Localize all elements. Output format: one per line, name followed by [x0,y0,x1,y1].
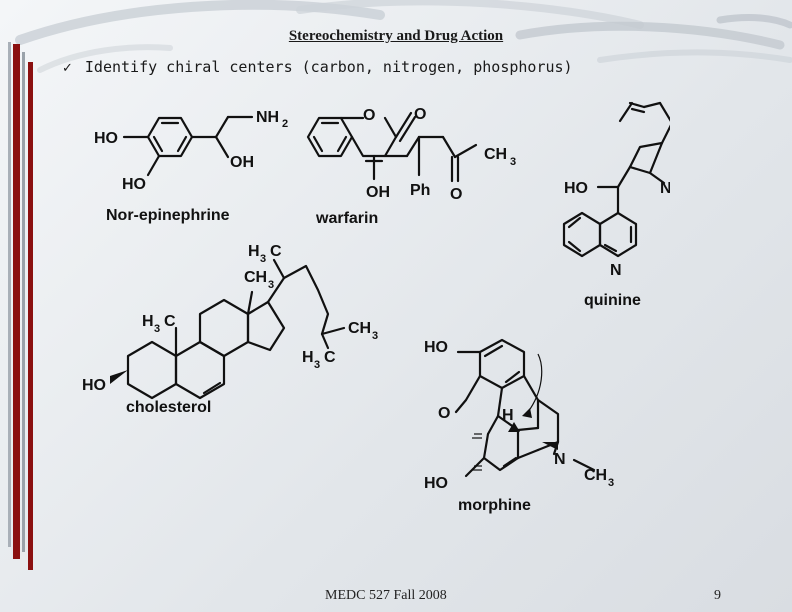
norepi-nh-sub: 2 [282,118,288,130]
norepi-ho-top: HO [94,130,118,147]
chol-ch3-tail-sub: 3 [372,330,378,342]
norepinephrine-name: Nor-epinephrine [106,207,230,224]
warfarin-structure: O O OH Ph CH 3 O warfarin [306,106,516,227]
slide-title: Stereochemistry and Drug Action [288,28,504,44]
warfarin-o-ring: O [363,107,375,124]
warfarin-o-carbonyl: O [414,106,426,123]
chol-ch3-c18: CH [244,269,267,286]
bullet-text: Identify chiral centers (carbon, nitroge… [84,58,573,76]
chol-methyl-top-c: C [270,243,282,260]
cholesterol-structure: H C 3 CH 3 H C 3 CH 3 H C 3 HO cholester… [82,243,378,416]
warfarin-name: warfarin [315,210,378,227]
warfarin-ch: CH [484,146,507,163]
warfarin-oh: OH [366,184,390,201]
norepi-oh: OH [230,154,254,171]
chol-h3c-tail-h: H [302,349,314,366]
left-accent-bars [8,42,33,570]
chol-h3c-tail-sub: 3 [314,359,320,371]
morphine-ch-sub: 3 [608,477,614,489]
chol-methyl-top-sub: 3 [260,253,266,265]
morphine-n: N [554,451,566,468]
quinine-ho: HO [564,180,588,197]
norepinephrine-structure: HO HO OH NH 2 Nor-epinephrine [94,109,288,224]
chol-methyl-ring-c: C [164,313,176,330]
chol-ch3-tail: CH [348,320,371,337]
morphine-ch: CH [584,467,607,484]
warfarin-ph: Ph [410,182,430,199]
chol-methyl-ring-h: H [142,313,154,330]
chol-methyl-top-h: H [248,243,260,260]
footer-page-number: 9 [714,588,721,603]
warfarin-o-ketone: O [450,186,462,203]
morphine-ho-bottom: HO [424,475,448,492]
norepi-ho-bottom: HO [122,176,146,193]
warfarin-ch-sub: 3 [510,156,516,168]
quinine-n-bicyclic: N [660,180,670,197]
chol-ch3-c18-sub: 3 [268,279,274,291]
norepi-nh: NH [256,109,279,126]
quinine-n-quinoline: N [610,262,622,279]
morphine-structure: HO O H N CH 3 HO morphine [424,338,614,514]
morphine-ho-top: HO [424,339,448,356]
cholesterol-name: cholesterol [126,399,211,416]
quinine-name: quinine [584,292,641,309]
chol-h3c-tail-c: C [324,349,336,366]
morphine-h: H [502,407,514,424]
footer-course: MEDC 527 Fall 2008 [325,588,447,603]
chol-ho: HO [82,377,106,394]
morphine-o-ether: O [438,405,450,422]
check-icon: ✓ [62,61,73,76]
chol-methyl-ring-sub: 3 [154,323,160,335]
morphine-name: morphine [458,497,531,514]
quinine-structure: HO N N quinine [562,101,670,309]
bullet-point: ✓ Identify chiral centers (carbon, nitrog… [62,58,573,76]
